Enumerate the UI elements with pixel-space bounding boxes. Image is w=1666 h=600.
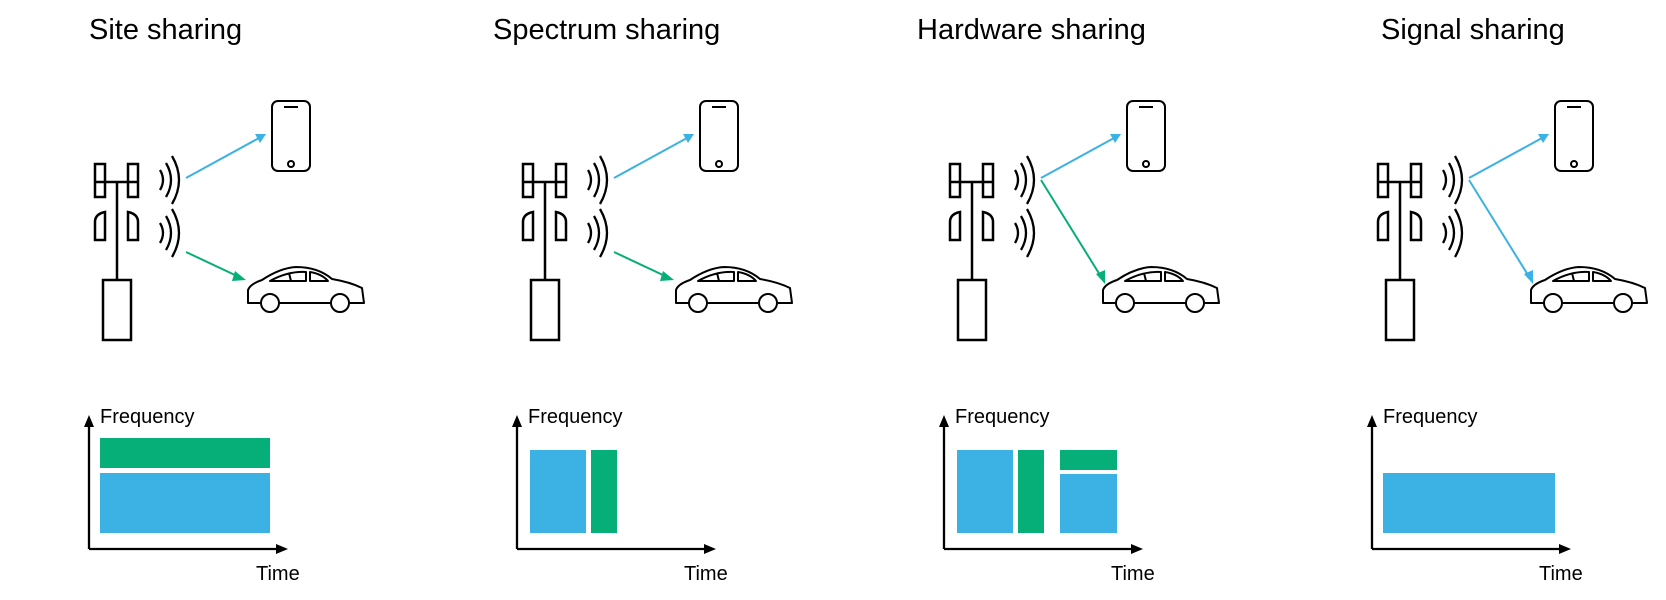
panel-title: Hardware sharing <box>917 14 1146 46</box>
diagram-spectrum-sharing <box>512 100 793 554</box>
frequency-time-chart <box>84 415 288 554</box>
axis-label-time: Time <box>256 563 300 585</box>
panel-title: Spectrum sharing <box>493 14 721 46</box>
panel-site-sharing: Site sharing <box>0 0 420 600</box>
phone-icon <box>1554 100 1594 172</box>
phone-icon <box>699 100 739 172</box>
axis-label-frequency: Frequency <box>1383 406 1478 428</box>
spectrum-block-blue <box>1383 473 1555 533</box>
wave-icon <box>158 155 181 258</box>
spectrum-block-green <box>100 438 270 468</box>
tower-icon <box>521 162 568 342</box>
diagram-site-sharing <box>84 100 365 554</box>
wave-icon <box>1013 155 1036 258</box>
frequency-time-chart <box>512 415 716 554</box>
diagram-signal-sharing <box>1367 100 1648 554</box>
panel-hardware-sharing: Hardware sharing <box>855 0 1275 600</box>
spectrum-block-blue <box>100 473 270 533</box>
axis-label-time: Time <box>1539 563 1583 585</box>
panel-signal-sharing: Signal sharing <box>1283 0 1666 600</box>
spectrum-block-blue <box>1060 474 1117 533</box>
axis-label-time: Time <box>684 563 728 585</box>
axis-label-frequency: Frequency <box>955 406 1050 428</box>
spectrum-block-green <box>591 450 617 533</box>
tower-icon <box>948 162 995 342</box>
tower-icon <box>93 162 140 342</box>
car-icon <box>1530 266 1648 313</box>
wave-icon <box>1441 155 1464 258</box>
spectrum-block-green <box>1060 450 1117 470</box>
frequency-time-chart <box>1367 415 1571 554</box>
car-icon <box>247 266 365 313</box>
car-icon <box>1102 266 1220 313</box>
link-arrows <box>1468 134 1549 284</box>
spectrum-block-green <box>1018 450 1044 533</box>
spectrum-block-blue <box>957 450 1013 533</box>
axis-label-frequency: Frequency <box>100 406 195 428</box>
panel-title: Signal sharing <box>1381 14 1565 46</box>
phone-icon <box>271 100 311 172</box>
link-arrows <box>185 134 266 281</box>
phone-icon <box>1126 100 1166 172</box>
axis-label-frequency: Frequency <box>528 406 623 428</box>
spectrum-block-blue <box>530 450 586 533</box>
link-arrows <box>1040 134 1121 284</box>
wave-icon <box>586 155 609 258</box>
frequency-time-chart <box>939 415 1143 554</box>
car-icon <box>675 266 793 313</box>
panel-spectrum-sharing: Spectrum sharing <box>428 0 848 600</box>
tower-icon <box>1376 162 1423 342</box>
panel-title: Site sharing <box>89 14 243 46</box>
link-arrows <box>613 134 694 281</box>
axis-label-time: Time <box>1111 563 1155 585</box>
diagram-hardware-sharing <box>939 100 1220 554</box>
